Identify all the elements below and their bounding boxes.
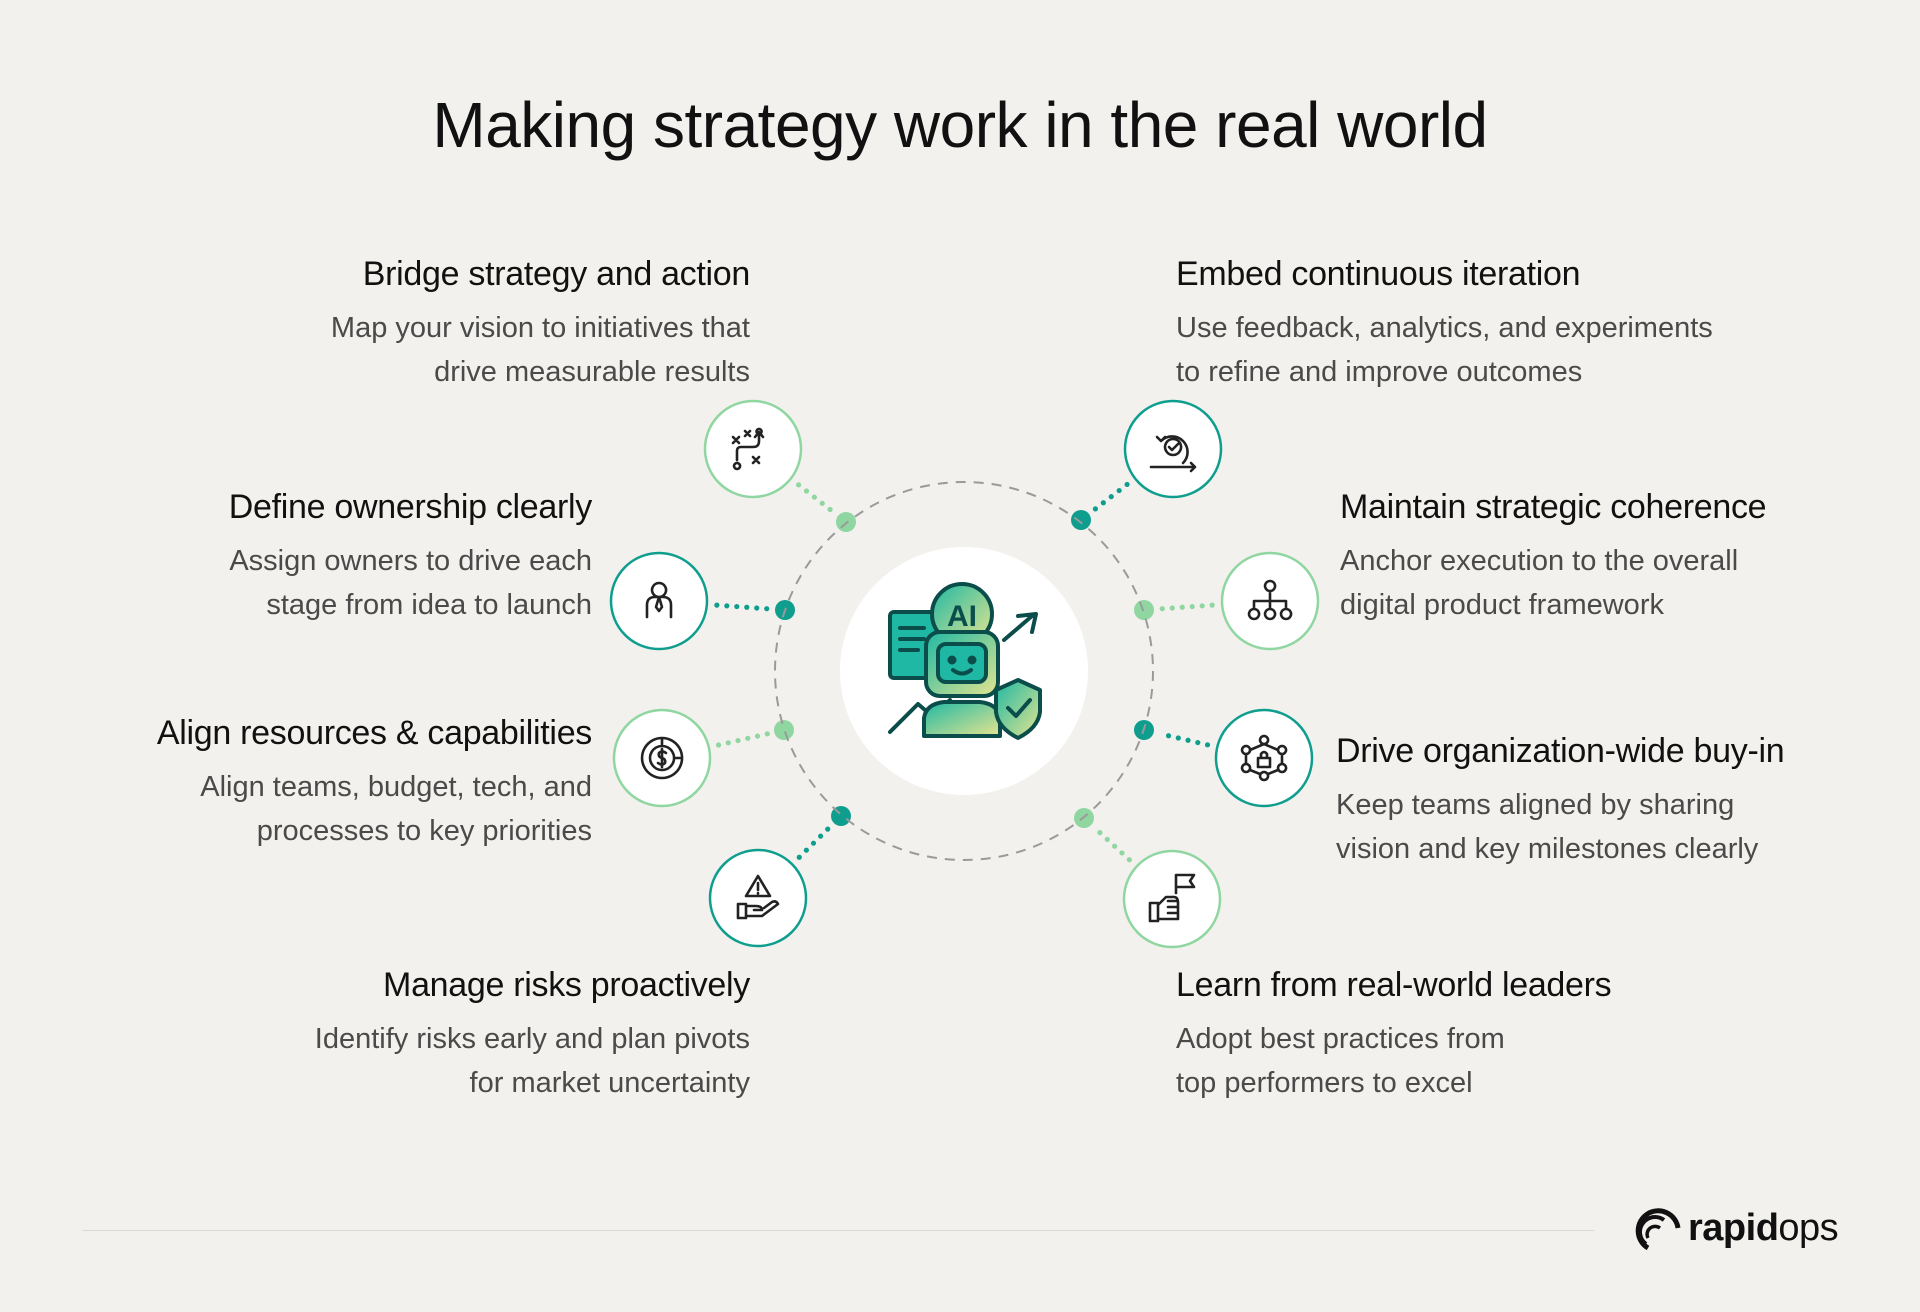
item-embed-iteration: Embed continuous iteration Use feedback,… <box>1176 252 1796 394</box>
item-title: Manage risks proactively <box>383 966 750 1004</box>
item-title: Align resources & capabilities <box>156 714 592 752</box>
item-title: Drive organization-wide buy-in <box>1336 732 1785 770</box>
item-title: Maintain strategic coherence <box>1340 488 1767 526</box>
person-owner-icon <box>645 581 673 619</box>
connector-dot <box>825 826 831 832</box>
ring-node <box>836 512 856 532</box>
connector-dot <box>1165 733 1172 739</box>
connector-dot <box>724 603 730 609</box>
item-description: Use feedback, analytics, and experiments… <box>1176 312 1713 388</box>
connector-dot <box>1116 487 1122 494</box>
connector-dot <box>819 500 825 506</box>
rapidops-swirl-icon <box>1635 1208 1681 1251</box>
iteration-cycle-icon <box>1149 435 1197 473</box>
footer-divider <box>82 1230 1594 1231</box>
icon-circle <box>708 848 808 948</box>
strategy-play-icon <box>731 427 765 471</box>
dollar-target-icon <box>640 736 684 780</box>
ring-node <box>1071 510 1091 530</box>
item-learn-leaders: Learn from real-world leaders Adopt best… <box>1176 963 1796 1105</box>
item-align-resources: Align resources & capabilities Align tea… <box>0 711 592 853</box>
icon-badge <box>1220 551 1320 651</box>
connector-dot <box>1119 850 1125 856</box>
connector-dot <box>1185 737 1191 743</box>
connector-dot <box>714 602 720 608</box>
connector-dot <box>1204 742 1211 748</box>
item-title: Embed continuous iteration <box>1176 255 1581 293</box>
brand-name: rapidops <box>1688 1206 1839 1249</box>
item-title: Bridge strategy and action <box>362 255 751 293</box>
connector-dot <box>734 603 740 610</box>
ring-node <box>1134 600 1154 620</box>
connector-dot <box>1126 857 1132 863</box>
connector-dot <box>1097 830 1103 836</box>
connector-dot <box>715 742 722 748</box>
connector-dot <box>1104 836 1110 843</box>
rapidops-logo: rapidops <box>1634 1204 1839 1252</box>
item-title: Learn from real-world leaders <box>1176 966 1612 1004</box>
connector-dot <box>1092 506 1099 512</box>
connector-dot <box>745 735 751 741</box>
icon-badge <box>1123 399 1223 499</box>
connector-dot <box>803 488 810 494</box>
icon-badge <box>703 399 803 499</box>
hand-warning-icon <box>736 874 780 920</box>
icon-badge <box>609 551 709 651</box>
connector-dot <box>1209 602 1215 608</box>
connector-dot <box>1108 494 1114 500</box>
icon-badge <box>612 708 712 808</box>
connector-dot <box>1124 481 1130 488</box>
ring-node <box>774 720 794 740</box>
item-title: Define ownership clearly <box>228 488 593 526</box>
connector-dot <box>1175 735 1181 741</box>
connector-dot <box>1195 739 1201 746</box>
connector-dot <box>811 494 817 500</box>
dashed-ring <box>774 481 1154 861</box>
page-title: Making strategy work in the real world <box>432 89 1488 161</box>
ai-robot-growth-icon: AI <box>888 582 1042 740</box>
connector-dot <box>1169 605 1175 611</box>
item-bridge-strategy: Bridge strategy and action Map your visi… <box>130 252 750 394</box>
icon-badge <box>708 848 808 948</box>
connector-dot <box>764 606 770 612</box>
hand-flag-icon <box>1148 873 1196 923</box>
connector-dot <box>725 740 731 746</box>
item-define-ownership: Define ownership clearly Assign owners t… <box>0 485 593 627</box>
item-organization-buy-in: Drive organization-wide buy-in Keep team… <box>1336 729 1920 871</box>
connector-dot <box>735 737 741 744</box>
connector-dot <box>1159 606 1165 612</box>
connector-dot <box>1100 500 1106 506</box>
connector-dot <box>754 605 760 611</box>
icon-circle <box>703 399 803 499</box>
connector-dot <box>803 847 809 853</box>
item-manage-risks: Manage risks proactively Identify risks … <box>130 963 751 1105</box>
icon-badge <box>1122 849 1222 949</box>
hierarchy-icon <box>1247 579 1293 621</box>
connector-dot <box>744 604 750 610</box>
connector-dot <box>754 733 761 739</box>
ai-badge-text: AI <box>947 600 977 633</box>
connector-dot <box>827 506 833 513</box>
connector-dot <box>796 482 802 488</box>
icon-circle <box>1122 849 1222 949</box>
connector-dot <box>818 833 824 839</box>
connector-dot <box>764 731 770 737</box>
network-lock-icon <box>1240 734 1288 782</box>
connector-dot <box>810 840 817 846</box>
item-strategic-coherence: Maintain strategic coherence Anchor exec… <box>1340 485 1920 627</box>
connector-dot <box>1179 604 1185 610</box>
icon-badge <box>1214 708 1314 808</box>
connector-dot <box>1189 603 1195 610</box>
connector-dot <box>1112 843 1118 849</box>
connector-dot <box>1199 603 1205 609</box>
connector-dot <box>796 854 802 860</box>
